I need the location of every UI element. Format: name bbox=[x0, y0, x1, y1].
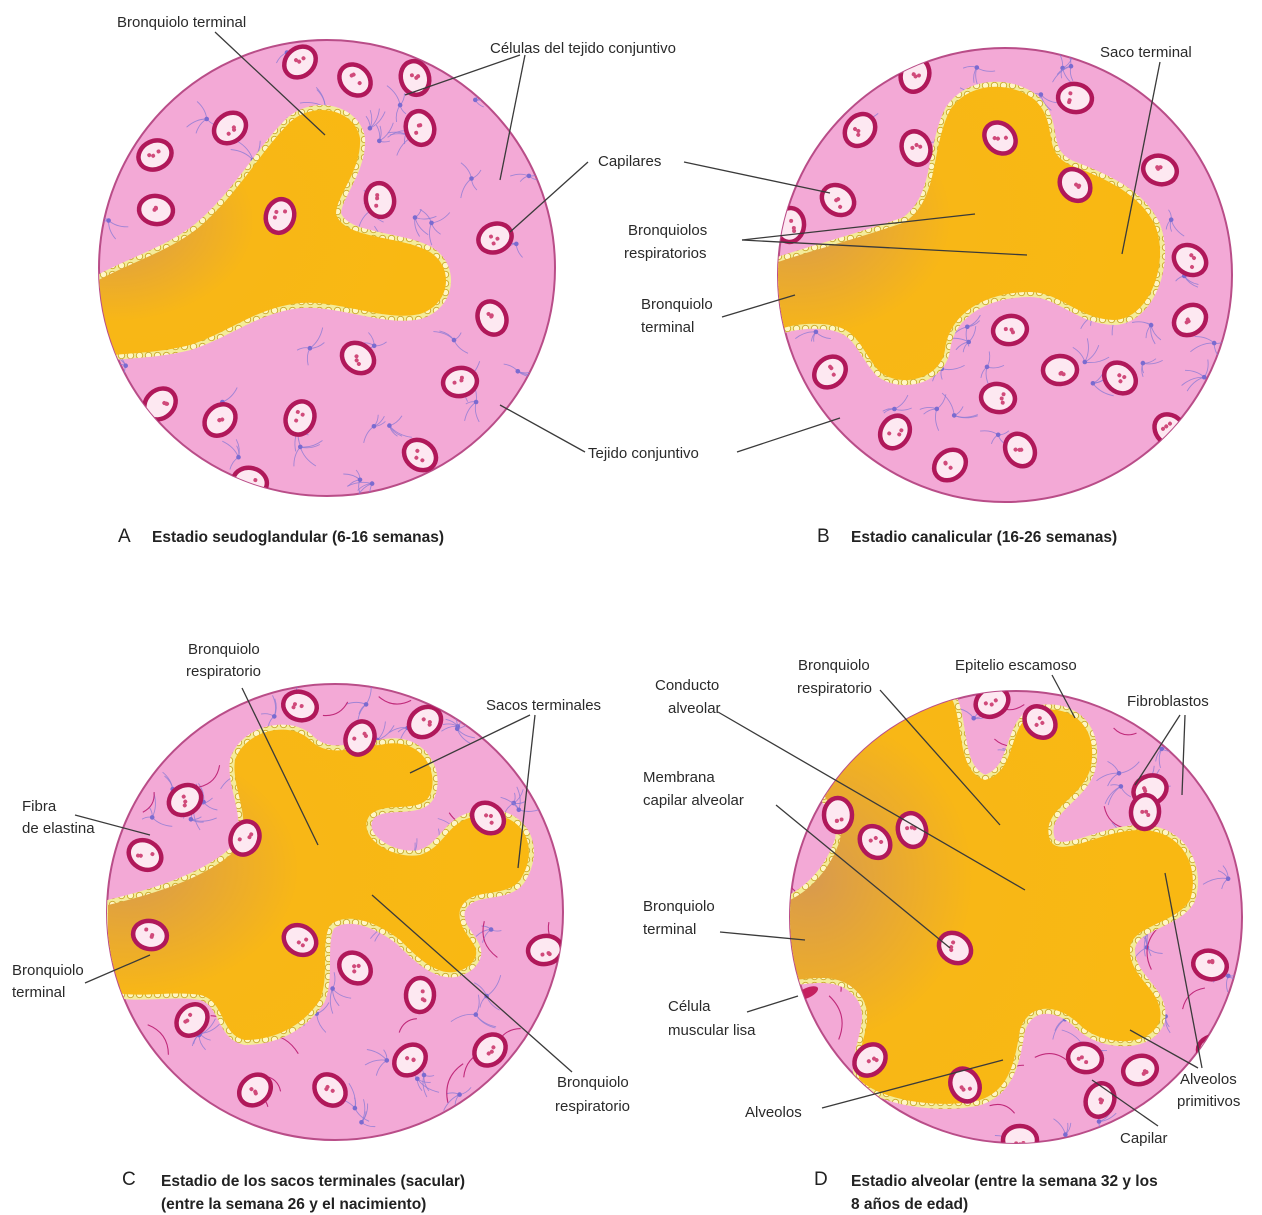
leader-a-tejido-2 bbox=[737, 418, 840, 452]
panel-b-caption: Estadio canalicular (16-26 semanas) bbox=[851, 529, 1117, 546]
label-c-sacos-terminales: Sacos terminales bbox=[486, 697, 601, 714]
label-a-bronquiolo-terminal: Bronquiolo terminal bbox=[117, 14, 246, 31]
capillary bbox=[1198, 1036, 1232, 1065]
capillary bbox=[775, 207, 806, 243]
panel-a-caption: Estadio seudoglandular (6-16 semanas) bbox=[152, 529, 444, 546]
label-c-bronquiolo-respiratorio-top: Bronquiolo respiratorio bbox=[186, 641, 264, 680]
capillary bbox=[137, 194, 174, 226]
capillary bbox=[1003, 1126, 1037, 1155]
panel-d-caption: Estadio alveolar (entre la semana 32 y l… bbox=[851, 1173, 1162, 1213]
panel-d-letter: D bbox=[814, 1169, 828, 1190]
label-d-membrana-capilar-alveolar: Membrana capilar alveolar bbox=[643, 769, 744, 809]
panel-b bbox=[775, 44, 1232, 502]
capillary bbox=[170, 452, 201, 488]
panel-a-letter: A bbox=[118, 526, 131, 547]
capillary bbox=[405, 977, 435, 1012]
panel-c-letter: C bbox=[122, 1169, 136, 1190]
capillary bbox=[1042, 355, 1077, 385]
label-a-tejido-conjuntivo: Tejido conjuntivo bbox=[588, 445, 699, 462]
label-c-bronquiolo-terminal: Bronquiolo terminal bbox=[12, 962, 88, 1001]
panel-c-caption: Estadio de los sacos terminales (sacular… bbox=[161, 1173, 469, 1213]
label-d-celula-muscular-lisa: Célula muscular lisa bbox=[668, 998, 756, 1039]
panel-b-letter: B bbox=[817, 526, 830, 547]
label-a-capilares: Capilares bbox=[598, 153, 661, 170]
label-d-capilar: Capilar bbox=[1120, 1130, 1168, 1147]
leader-d-celula-muscular bbox=[747, 996, 798, 1012]
leader-a-tejido-1 bbox=[500, 405, 585, 452]
label-d-conducto-alveolar: Conducto alveolar bbox=[655, 677, 723, 717]
capillary bbox=[1056, 82, 1094, 114]
label-d-bronquiolo-respiratorio: Bronquiolo respiratorio bbox=[797, 657, 874, 697]
capillary bbox=[824, 798, 853, 832]
label-b-bronquiolos-respiratorios: Bronquiolos respiratorios bbox=[624, 222, 711, 262]
label-a-celulas-tejido-conjuntivo: Células del tejido conjuntivo bbox=[490, 40, 676, 57]
label-d-alveolos-primitivos: Alveolos primitivos bbox=[1177, 1071, 1241, 1110]
label-c-bronquiolo-respiratorio-bottom: Bronquiolo respiratorio bbox=[555, 1074, 633, 1115]
label-d-alveolos: Alveolos bbox=[745, 1104, 802, 1121]
label-d-fibroblastos: Fibroblastos bbox=[1127, 693, 1209, 710]
label-b-bronquiolo-terminal: Bronquiolo terminal bbox=[641, 296, 717, 336]
label-b-saco-terminal: Saco terminal bbox=[1100, 44, 1192, 61]
panel-a bbox=[87, 40, 555, 509]
label-d-epitelio-escamoso: Epitelio escamoso bbox=[955, 657, 1077, 674]
label-d-bronquiolo-terminal: Bronquiolo terminal bbox=[643, 898, 719, 938]
panel-c bbox=[107, 680, 564, 1140]
panel-d bbox=[781, 681, 1246, 1156]
capillary bbox=[1130, 794, 1161, 830]
